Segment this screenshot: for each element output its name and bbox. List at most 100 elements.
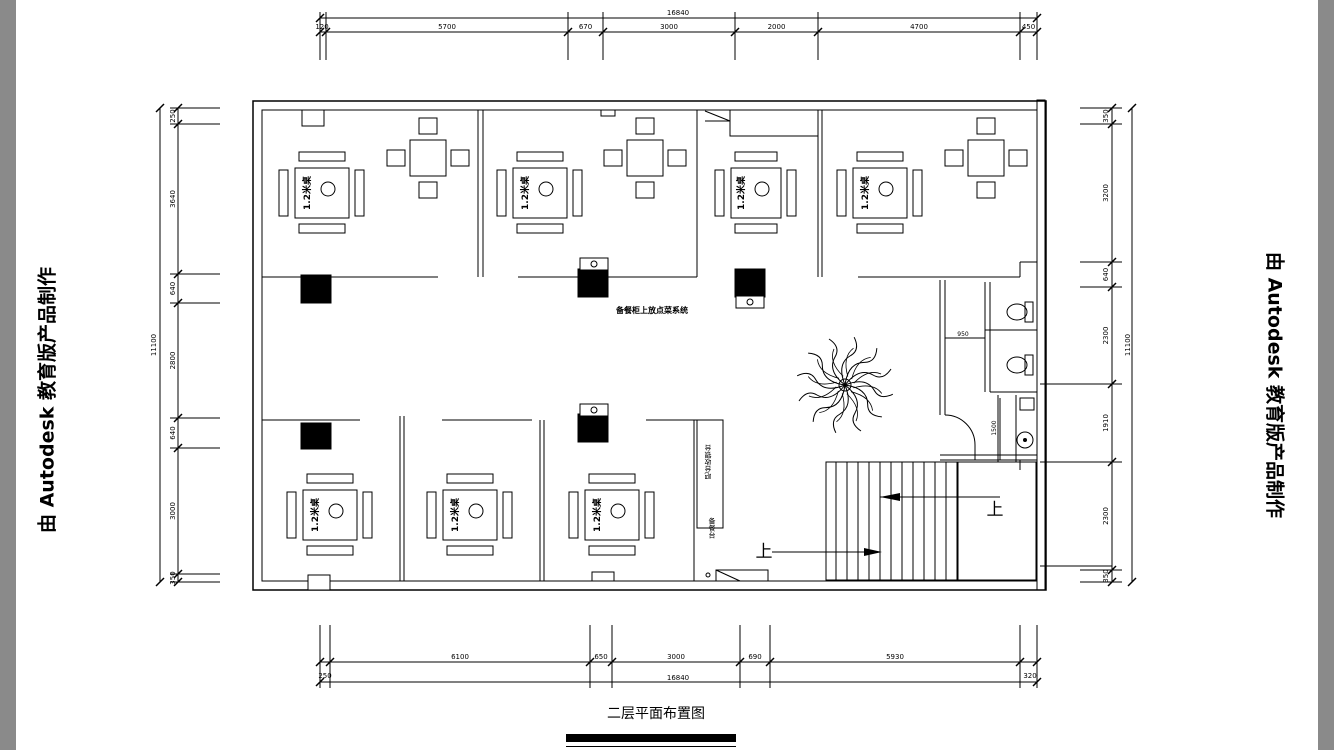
stair-label-up: 上 — [987, 500, 1004, 520]
column — [300, 422, 332, 450]
table-center-mark — [538, 181, 554, 197]
wall-notch-top-2 — [600, 109, 616, 117]
table-top — [852, 167, 908, 219]
sideboard-marker — [590, 406, 598, 414]
decor-frond — [807, 376, 837, 385]
chandelier-decor — [796, 336, 894, 434]
chair — [502, 491, 513, 539]
decor-frond — [832, 348, 844, 377]
dim-tick — [607, 657, 617, 667]
dim-text: 450 — [1022, 23, 1035, 31]
dim-tick — [1032, 13, 1042, 23]
sink-drain — [1023, 438, 1027, 442]
round-chair — [944, 149, 964, 167]
table-label: 1.2米桌 — [859, 175, 871, 210]
small-table — [626, 139, 664, 177]
title-underline-thin — [566, 746, 736, 747]
dim-text: 3000 — [660, 23, 678, 31]
table-top — [294, 167, 350, 219]
chair — [516, 151, 564, 162]
chair — [568, 491, 579, 539]
decor-frond — [844, 348, 878, 386]
dim-tick — [585, 657, 595, 667]
dim-tick — [1107, 282, 1117, 292]
table-label: 1.2米桌 — [519, 175, 531, 210]
column — [734, 268, 766, 298]
sideboard-top — [735, 295, 765, 309]
chair — [306, 545, 354, 556]
dim-tick — [315, 13, 325, 23]
wall-notch-bottom — [591, 571, 615, 582]
dim-tick — [321, 27, 331, 37]
dim-tick — [325, 657, 335, 667]
dim-tick — [155, 577, 165, 587]
dim-tick — [155, 103, 165, 113]
chair — [912, 169, 923, 217]
stair-label-up: 上 — [756, 542, 773, 562]
counter-label: 吧台收银台 — [704, 443, 712, 479]
decor-frond — [832, 384, 849, 434]
dim-tick — [315, 27, 325, 37]
chair — [836, 169, 847, 217]
decor-frond — [845, 347, 854, 377]
small-table — [967, 139, 1005, 177]
dim-tick — [1032, 677, 1042, 687]
dim-tick — [315, 677, 325, 687]
dim-text: 2300 — [1102, 327, 1110, 345]
exterior-wall — [252, 100, 1047, 591]
chair — [446, 545, 494, 556]
column-dot — [705, 572, 711, 578]
column — [577, 268, 609, 298]
watermark-left: 由 Autodesk 教育版产品制作 — [36, 266, 59, 534]
stair-recess — [729, 109, 819, 137]
chair — [426, 491, 437, 539]
decor-frond — [851, 357, 871, 380]
chair — [588, 473, 636, 484]
dim-text: 350 — [169, 571, 177, 584]
chair — [278, 169, 289, 217]
dim-text: 690 — [748, 653, 761, 661]
dim-tick — [173, 269, 183, 279]
dim-tick — [173, 413, 183, 423]
dim-tick — [1107, 103, 1117, 113]
sink-basin — [1016, 431, 1034, 449]
decor-frond — [844, 384, 862, 432]
decor-frond — [844, 384, 882, 418]
counter — [696, 419, 724, 529]
watermark-right: 由 Autodesk 教育版产品制作 — [1263, 251, 1286, 519]
dim-tick — [1127, 577, 1137, 587]
dim-tick — [173, 103, 183, 113]
round-chair — [667, 149, 687, 167]
table-center-mark — [610, 503, 626, 519]
title-underline — [566, 734, 736, 742]
dim-text: 3200 — [1102, 184, 1110, 202]
column — [577, 413, 609, 443]
sideboard-note: 备餐柜上放点菜系统 — [615, 305, 688, 315]
table-top — [512, 167, 568, 219]
decor-center — [838, 378, 852, 392]
dim-tick — [173, 577, 183, 587]
chair — [734, 223, 778, 234]
toilet-fixture — [1006, 356, 1028, 374]
wall-notch-bottom — [307, 574, 331, 591]
chair — [516, 223, 564, 234]
dim-text: 250 — [318, 672, 331, 680]
decor-frond — [828, 338, 846, 386]
dim-tick — [1032, 657, 1042, 667]
door-swing — [944, 414, 976, 460]
dim-text: 320 — [1023, 672, 1036, 680]
dim-text: 1500 — [991, 420, 998, 435]
dim-text: 11100 — [1124, 334, 1132, 356]
toilet-fixture — [1006, 303, 1028, 321]
round-chair — [603, 149, 623, 167]
table-center-mark — [320, 181, 336, 197]
dim-tick — [1107, 257, 1117, 267]
column — [300, 274, 332, 304]
small-table — [409, 139, 447, 177]
door-swing — [704, 110, 731, 122]
decor-frond — [796, 372, 846, 389]
dim-tick — [173, 443, 183, 453]
chair — [362, 491, 373, 539]
dim-text: 350 — [1102, 569, 1110, 582]
